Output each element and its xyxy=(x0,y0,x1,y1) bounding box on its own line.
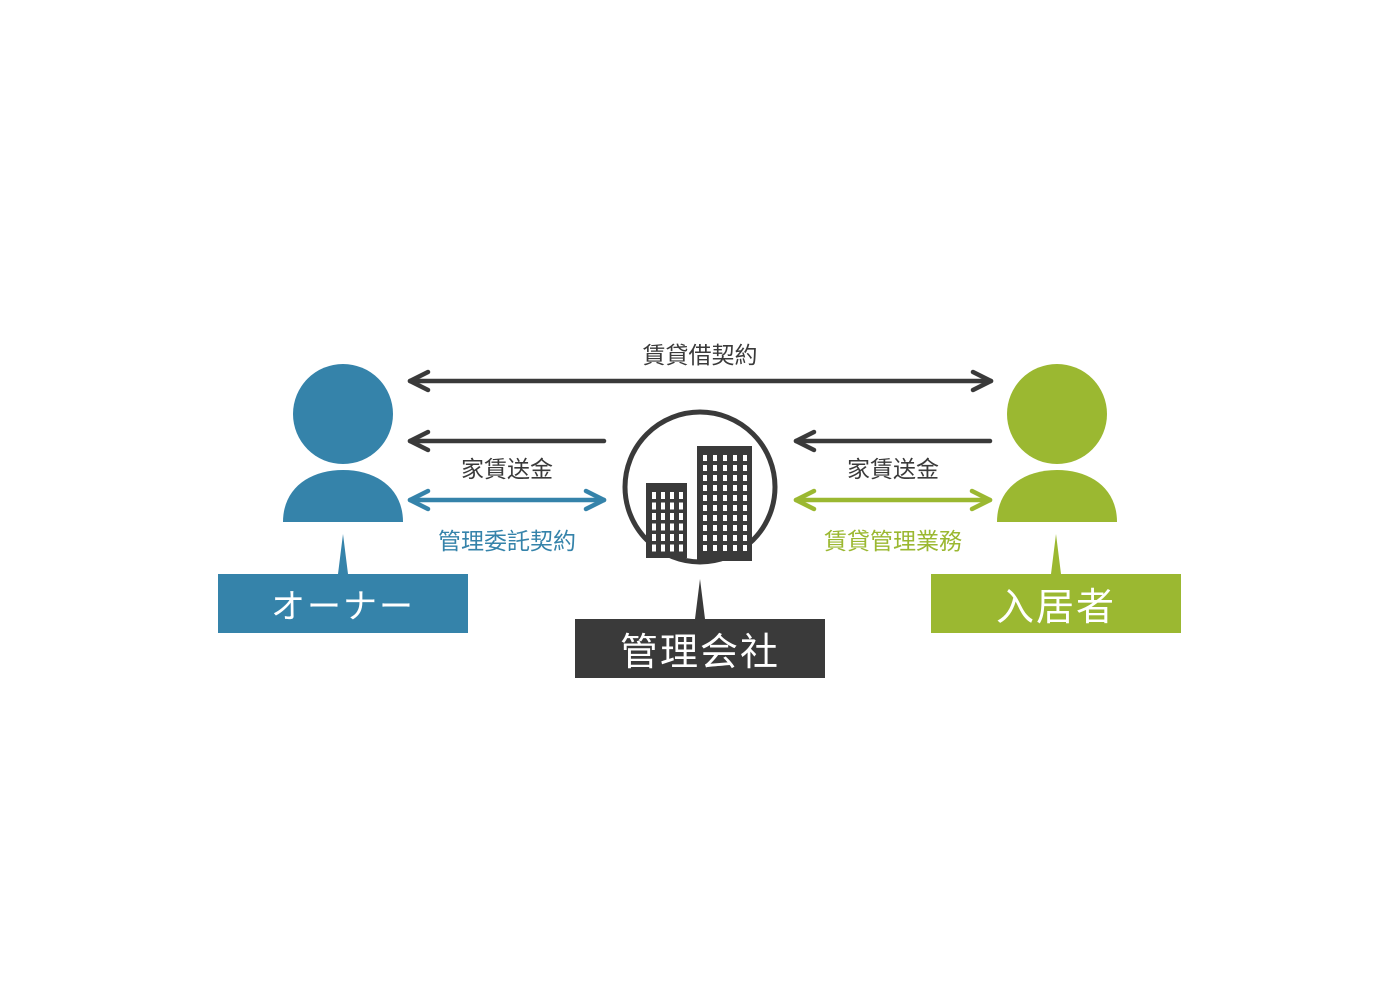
building-window xyxy=(743,475,747,481)
building-window xyxy=(670,492,674,499)
building-window xyxy=(661,544,665,552)
management-contract-label: 管理委託契約 xyxy=(438,529,576,555)
building-window xyxy=(723,485,727,491)
building-window xyxy=(713,455,717,461)
building-window xyxy=(670,544,674,552)
building-window xyxy=(723,475,727,481)
rent-transfer-left-label: 家賃送金 xyxy=(461,457,553,483)
building-window xyxy=(743,465,747,471)
building-window xyxy=(713,535,717,541)
building-window xyxy=(703,465,707,471)
management-contract-arrow xyxy=(407,488,607,512)
building-window xyxy=(652,513,656,520)
building-window xyxy=(713,505,717,511)
building-window xyxy=(723,505,727,511)
building-window xyxy=(670,523,674,531)
building-window xyxy=(703,545,707,551)
building-window xyxy=(703,475,707,481)
building-window xyxy=(703,525,707,531)
building-window xyxy=(713,515,717,521)
building-window xyxy=(723,515,727,521)
building-window xyxy=(661,502,665,510)
building-window xyxy=(703,485,707,491)
building-window xyxy=(661,492,665,499)
building-icon xyxy=(622,409,778,565)
building-window xyxy=(713,475,717,481)
building-window xyxy=(652,502,656,510)
building-window xyxy=(679,544,683,552)
building-window xyxy=(661,523,665,531)
building-window xyxy=(652,492,656,499)
rent-transfer-right-arrow xyxy=(793,429,993,453)
building-window xyxy=(733,515,737,521)
building-window xyxy=(733,475,737,481)
building-window xyxy=(743,485,747,491)
building-window xyxy=(723,465,727,471)
owner-label: オーナー xyxy=(271,587,415,627)
building-window xyxy=(652,544,656,552)
management-label-box: 管理会社 xyxy=(575,619,825,678)
building-window xyxy=(733,495,737,501)
building-window xyxy=(733,465,737,471)
owner-label-box: オーナー xyxy=(218,574,468,633)
owner-person-icon xyxy=(283,364,403,522)
management-label: 管理会社 xyxy=(619,630,780,674)
building-window xyxy=(703,505,707,511)
building-window xyxy=(652,523,656,531)
building-window xyxy=(733,525,737,531)
building-window xyxy=(743,495,747,501)
tenant-label-box: 入居者 xyxy=(931,574,1181,633)
building-window xyxy=(661,513,665,520)
building-window xyxy=(679,502,683,510)
building-window xyxy=(703,515,707,521)
building-window xyxy=(679,534,683,541)
building-window xyxy=(723,495,727,501)
building-window xyxy=(733,535,737,541)
building-window xyxy=(679,523,683,531)
lease-contract-arrow xyxy=(407,369,994,393)
building-window xyxy=(723,455,727,461)
building-window xyxy=(703,495,707,501)
building-window xyxy=(743,455,747,461)
building-window xyxy=(670,502,674,510)
building-window xyxy=(713,545,717,551)
building-window xyxy=(723,525,727,531)
building-window xyxy=(723,545,727,551)
building-window xyxy=(679,513,683,520)
building-window xyxy=(661,534,665,541)
building-window xyxy=(733,485,737,491)
building-window xyxy=(713,525,717,531)
building-window xyxy=(713,485,717,491)
rent-transfer-right-label: 家賃送金 xyxy=(847,457,939,483)
building-window xyxy=(703,455,707,461)
building-window xyxy=(703,535,707,541)
building-window xyxy=(723,535,727,541)
building-window xyxy=(713,465,717,471)
building-window xyxy=(733,505,737,511)
rental-management-arrow xyxy=(793,488,993,512)
rental-management-label: 賃貸管理業務 xyxy=(824,529,962,555)
lease-contract-label: 賃貸借契約 xyxy=(642,343,758,369)
building-window xyxy=(670,513,674,520)
building-window xyxy=(743,535,747,541)
tenant-label: 入居者 xyxy=(995,585,1116,629)
building-window xyxy=(733,545,737,551)
rent-transfer-left-arrow xyxy=(407,429,607,453)
building-window xyxy=(743,545,747,551)
building-window xyxy=(733,455,737,461)
building-window xyxy=(679,492,683,499)
building-window xyxy=(743,525,747,531)
tenant-person-icon xyxy=(997,364,1117,522)
building-window xyxy=(713,495,717,501)
building-window xyxy=(652,534,656,541)
building-window xyxy=(743,515,747,521)
building-window xyxy=(743,505,747,511)
building-window xyxy=(670,534,674,541)
